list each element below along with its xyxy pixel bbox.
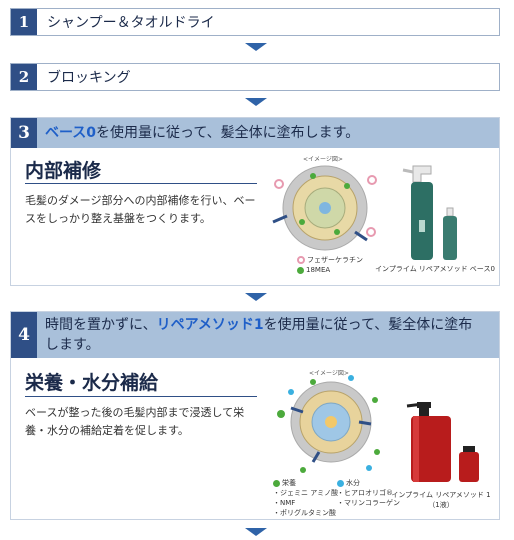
legend-item: ・NMF [273,499,296,507]
step-number: 2 [11,64,37,90]
hair-cross-section-diagram [272,165,377,251]
section-title: 栄養・水分補給 [25,372,159,394]
step-number: 3 [11,118,37,148]
legend-item: フェザーケラチン [297,255,363,265]
legend-item: 18MEA [297,265,363,275]
section-title: 内部補修 [25,160,102,182]
step-number: 1 [11,9,37,35]
hair-cross-section-diagram [277,375,380,473]
product-image [406,402,479,482]
divider [25,396,257,397]
legend-title: 栄養 [273,478,338,488]
step-title: シャンプー＆タオルドライ [47,15,215,31]
diagram-caption: <イメージ図> [303,156,343,163]
product-highlight: ベース0 [45,125,97,141]
legend-nutrition: 栄養 ・ジェミニ アミノ酸 ・NMF ・ポリグルタミン酸 [273,478,338,518]
step-4-card: 4 時間を置かずに、リペアメソッド1を使用量に従って、髪全体に塗布します。 栄養… [10,311,500,520]
step-number: 4 [11,312,37,358]
down-arrow-icon [245,98,267,106]
step-3-card: 3 ベース0を使用量に従って、髪全体に塗布します。 内部補修 毛髪のダメージ部分… [10,117,500,286]
step-4-header: 4 時間を置かずに、リペアメソッド1を使用量に従って、髪全体に塗布します。 [11,312,499,358]
legend-title: 水分 [337,478,400,488]
step-2: 2 ブロッキング [10,63,500,91]
down-arrow-icon [245,528,267,536]
legend-item: ・ポリグルタミン酸 [273,509,336,517]
step-title: ブロッキング [47,70,131,86]
product-highlight: リペアメソッド1 [156,317,264,333]
step-1: 1 シャンプー＆タオルドライ [10,8,500,36]
product-caption: インプライム リペアメソッド ベース0 [375,265,495,273]
product-caption-line: インプライム リペアメソッド 1 [391,491,491,499]
product-image [402,165,457,260]
diagram-caption: <イメージ図> [309,370,349,377]
down-arrow-icon [245,293,267,301]
legend: フェザーケラチン 18MEA [297,255,363,275]
step-3-header: 3 ベース0を使用量に従って、髪全体に塗布します。 [11,118,499,148]
description: ベースが整った後の毛髪内部まで浸透して栄養・水分の補給定着を促します。 [25,406,245,437]
divider [25,183,257,184]
description: 毛髪のダメージ部分への内部補修を行い、ベースをしっかり整え基盤をつくります。 [25,194,256,225]
down-arrow-icon [245,43,267,51]
step-4-heading: 時間を置かずに、リペアメソッド1を使用量に従って、髪全体に塗布します。 [45,317,473,353]
legend-item: ・ヒアロオリゴ® [337,489,393,497]
legend-item: ・ジェミニ アミノ酸 [273,489,339,497]
product-caption-line: （1液） [428,501,454,509]
legend-item: ・マリンコラーゲン [337,499,400,507]
step-3-heading: ベース0を使用量に従って、髪全体に塗布します。 [45,125,360,141]
product-caption: インプライム リペアメソッド 1 （1液） [383,490,499,510]
legend-water: 水分 ・ヒアロオリゴ® ・マリンコラーゲン [337,478,400,508]
